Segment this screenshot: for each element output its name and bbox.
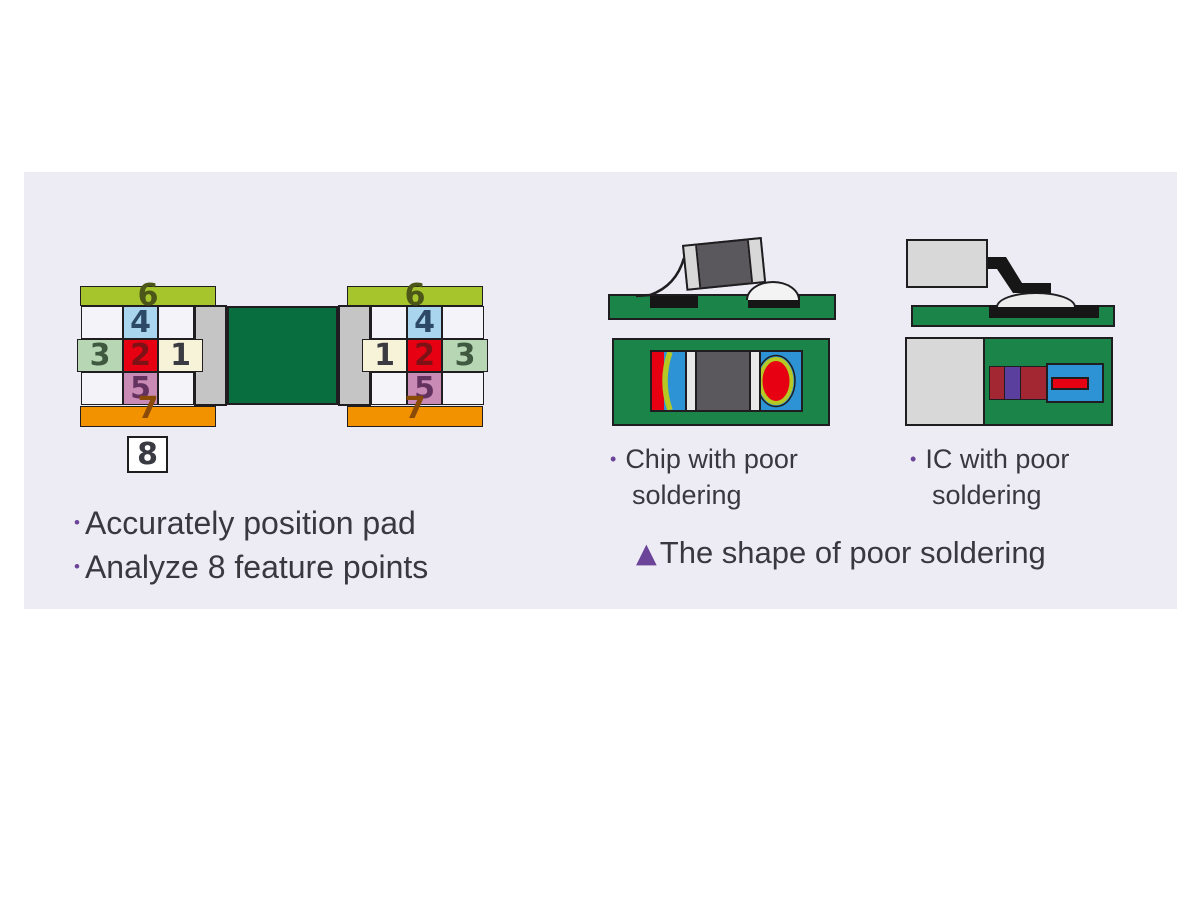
bullet-icon: • [74,513,80,532]
feature-cell-4-left: 4 [123,306,158,339]
feature-point-3-label: 3 [454,337,476,373]
chip-terminal-xray [749,352,761,410]
feature-point-5-label: 5 [130,370,151,406]
pad-blank-cell [81,372,123,405]
pad-bottom-bar-right: 7 [347,391,483,427]
ic-label: • IC with poor soldering [910,441,1069,513]
ic-xray-segment-red [989,366,1005,400]
chip-label-line1: • Chip with poor [610,441,798,477]
ic-pad-side [989,305,1099,318]
label-text: IC with poor [925,444,1070,474]
ic-xray-lead-red [1051,377,1089,390]
caption-text: The shape of poor soldering [659,535,1046,570]
ic-body-side [906,239,988,288]
ic-xray-segment-purple [1004,366,1021,400]
feature-point-6-label: 6 [137,278,159,313]
feature-cell-2-left: 2 [123,339,158,372]
chip-pad-left [650,296,698,308]
ic-label-line2: soldering [932,480,1042,510]
note-line: •Analyze 8 feature points [74,545,428,589]
solder-xray-left [652,352,685,410]
chip-terminal-xray [685,352,697,410]
feature-cell-1-right: 1 [362,339,407,372]
feature-point-8-box: 8 [127,436,168,473]
pad-bottom-bar-left: 7 [80,391,216,427]
bullet-icon: • [74,557,80,576]
pad-blank-cell [158,372,194,405]
ic-lead [988,257,1051,293]
solder-fillet-curve [635,257,686,298]
note-text: Analyze 8 feature points [84,549,429,585]
component-body [227,306,338,405]
pad-blank-cell [442,306,484,339]
feature-point-4-label: 4 [130,304,151,340]
figure-caption: ▲ The shape of poor soldering [636,535,1046,571]
feature-cell-3-left: 3 [77,339,123,372]
pad-top-bar-right: 6 [347,281,483,311]
feature-point-3-label: 3 [89,337,111,373]
feature-cell-5-right: 5 [407,372,442,405]
triangle-marker-icon: ▲ [636,537,657,569]
feature-point-7-label: 7 [137,391,159,426]
feature-point-1-label: 1 [374,337,395,373]
feature-cell-1-left: 1 [158,339,203,372]
pad-blank-cell [371,306,407,339]
pad-blank-cell [442,372,484,405]
note-line: •Accurately position pad [74,501,428,545]
feature-point-5-label: 5 [414,370,435,406]
feature-point-8-label: 8 [137,436,158,472]
note-text: Accurately position pad [84,505,416,541]
feature-point-1-label: 1 [170,337,191,373]
pad-notes: •Accurately position pad •Analyze 8 feat… [74,501,428,589]
feature-cell-5-left: 5 [123,372,158,405]
feature-cell-4-right: 4 [407,306,442,339]
chip-end-cap [684,245,702,289]
chip-label-line2: soldering [632,480,742,510]
bullet-icon: • [910,449,917,469]
solder-xray-right [761,352,801,410]
feature-point-7-label: 7 [404,391,426,426]
ic-xray-segment-red [1020,366,1047,400]
pad-blank-cell [371,372,407,405]
pad-blank-cell [81,306,123,339]
label-text: Chip with poor [625,444,798,474]
feature-point-6-label: 6 [404,278,426,313]
chip-body-xray [697,352,749,410]
chip-xray-assembly [650,350,803,412]
feature-point-2-label: 2 [130,337,151,373]
pad-blank-cell [158,306,194,339]
feature-point-2-label: 2 [414,337,435,373]
pad-top-bar-left: 6 [80,281,216,311]
ic-label-line1: • IC with poor [910,441,1069,477]
bullet-icon: • [610,449,617,469]
feature-cell-2-right: 2 [407,339,442,372]
chip-label: • Chip with poor soldering [610,441,798,513]
feature-point-4-label: 4 [414,304,435,340]
chip-end-cap [746,239,764,283]
ic-body-top [905,337,985,426]
tilted-chip [682,237,767,291]
feature-cell-3-right: 3 [442,339,488,372]
